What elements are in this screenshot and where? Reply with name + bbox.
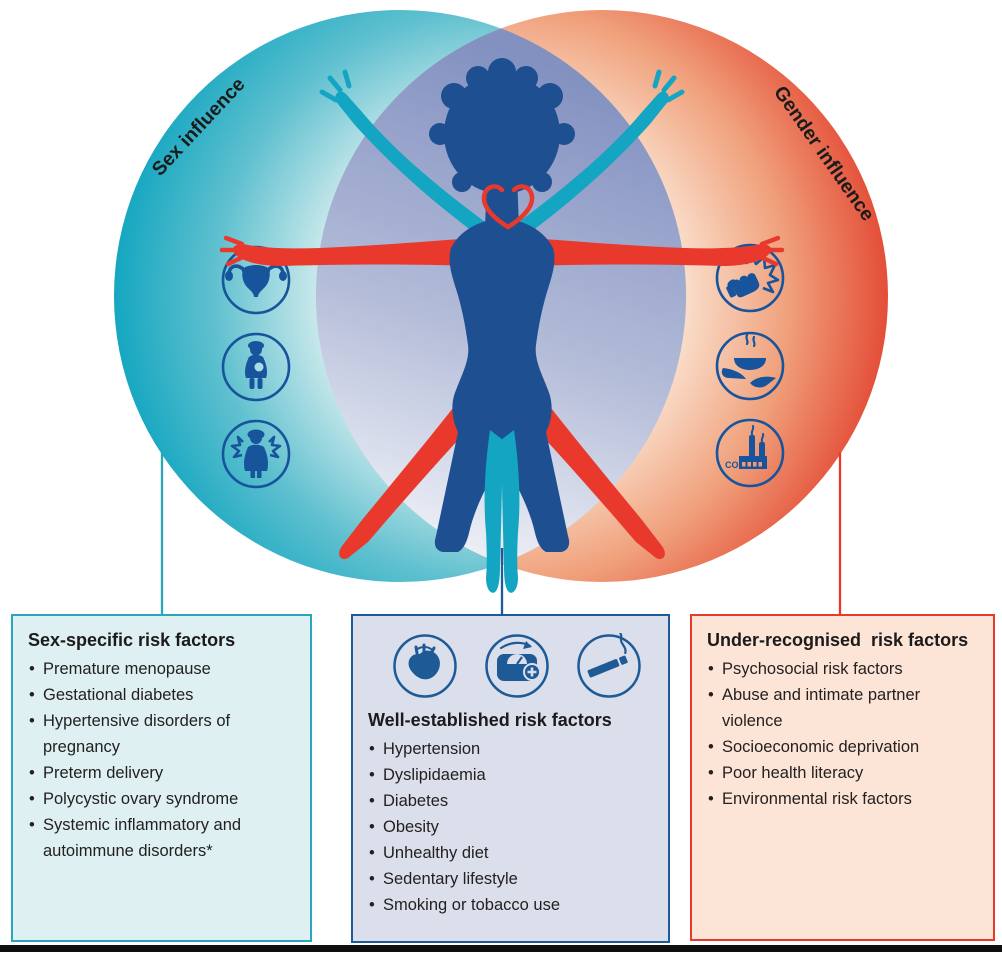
sex-specific-risk-factors-box: Sex-specific risk factors Premature meno…: [11, 614, 312, 942]
heart-outline-icon: [481, 184, 535, 230]
sex-specific-title: Sex-specific risk factors: [28, 630, 236, 650]
risk-factor-item: Environmental risk factors: [707, 786, 978, 812]
well-established-icons: [368, 629, 653, 699]
sex-specific-list: Premature menopause Gestational diabetes…: [28, 656, 295, 864]
risk-factor-item: Premature menopause: [28, 656, 295, 682]
menopause-hot-flush-icon: [221, 419, 291, 489]
well-established-title: Well-established risk factors: [368, 710, 612, 730]
risk-factor-item: Sedentary lifestyle: [368, 866, 653, 892]
under-recognised-title: Under-recognised risk factors: [707, 630, 969, 650]
risk-factor-item: Systemic inflammatory and autoimmune dis…: [28, 812, 295, 864]
well-established-risk-factors-box: Well-established risk factors Hypertensi…: [351, 614, 670, 943]
risk-factor-item: Hypertensive disorders of pregnancy: [28, 708, 295, 760]
co2-pollution-factory-icon: CO₂: [715, 418, 785, 488]
risk-factor-item: Diabetes: [368, 788, 653, 814]
risk-factor-item: Dyslipidaemia: [368, 762, 653, 788]
woman-body-silhouette: [429, 58, 575, 552]
food-insecurity-hands-icon: [715, 331, 785, 401]
risk-factor-item: Psychosocial risk factors: [707, 656, 978, 682]
woman-vitruvian-figure: [222, 58, 782, 593]
svg-text:CO₂: CO₂: [725, 460, 743, 470]
anatomical-heart-icon: [393, 634, 457, 698]
risk-factor-item: Abuse and intimate partner violence: [707, 682, 978, 734]
risk-factor-item: Unhealthy diet: [368, 840, 653, 866]
risk-factor-item: Poor health literacy: [707, 760, 978, 786]
bottom-rule: [0, 945, 1002, 952]
well-established-list: Hypertension Dyslipidaemia Diabetes Obes…: [368, 736, 653, 918]
risk-factor-item: Polycystic ovary syndrome: [28, 786, 295, 812]
under-recognised-list: Psychosocial risk factors Abuse and inti…: [707, 656, 978, 812]
risk-factor-item: Preterm delivery: [28, 760, 295, 786]
risk-factor-item: Socioeconomic deprivation: [707, 734, 978, 760]
under-recognised-risk-factors-box: Under-recognised risk factors Psychosoci…: [690, 614, 995, 941]
risk-factor-item: Obesity: [368, 814, 653, 840]
risk-factor-item: Gestational diabetes: [28, 682, 295, 708]
risk-factor-item: Hypertension: [368, 736, 653, 762]
pregnant-woman-icon: [221, 332, 291, 402]
weight-scale-icon: [485, 634, 549, 698]
cigarette-icon: [577, 633, 641, 698]
risk-factor-item: Smoking or tobacco use: [368, 892, 653, 918]
